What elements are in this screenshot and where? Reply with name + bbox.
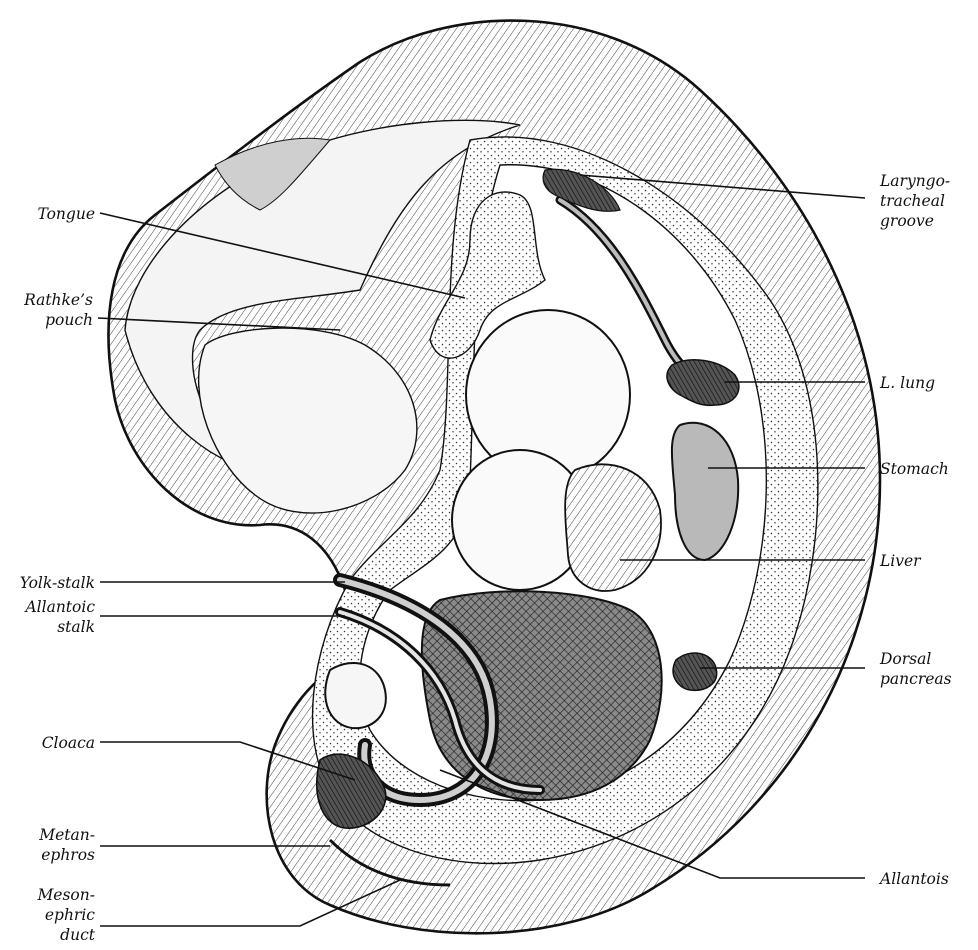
label-metanephros-line1: Metan- xyxy=(38,826,95,844)
label-rathkes-line1: Rathke’s xyxy=(23,291,93,309)
label-allantois: Allantois xyxy=(878,870,949,888)
label-tongue: Tongue xyxy=(37,205,95,223)
label-metanephros-line2: ephros xyxy=(41,846,95,864)
embryo-body xyxy=(108,21,880,934)
label-laryngotracheal-line3: groove xyxy=(880,212,934,230)
label-dorsal-pancreas-line2: pancreas xyxy=(880,670,952,688)
tail xyxy=(325,663,386,728)
label-yolk-stalk: Yolk-stalk xyxy=(20,574,95,592)
label-laryngotracheal-line1: Laryngo- xyxy=(879,172,950,190)
label-mesonephric-duct-line3: duct xyxy=(60,926,96,944)
label-stomach: Stomach xyxy=(880,460,949,478)
label-laryngotracheal-line2: tracheal xyxy=(880,192,945,210)
label-allantoic-stalk-line1: Allantoic xyxy=(23,598,95,616)
dorsal-pancreas xyxy=(673,653,717,690)
label-allantoic-stalk-line2: stalk xyxy=(57,618,95,636)
label-dorsal-pancreas-line1: Dorsal xyxy=(879,650,931,668)
yolk-sac-cavity xyxy=(422,591,662,800)
label-lung: L. lung xyxy=(879,374,935,392)
heart-upper xyxy=(466,310,630,480)
label-mesonephric-duct-line2: ephric xyxy=(45,906,95,924)
label-mesonephric-duct-line1: Meson- xyxy=(36,886,95,904)
label-liver: Liver xyxy=(879,552,922,570)
label-rathkes-line2: pouch xyxy=(45,311,93,329)
label-cloaca: Cloaca xyxy=(42,734,95,752)
